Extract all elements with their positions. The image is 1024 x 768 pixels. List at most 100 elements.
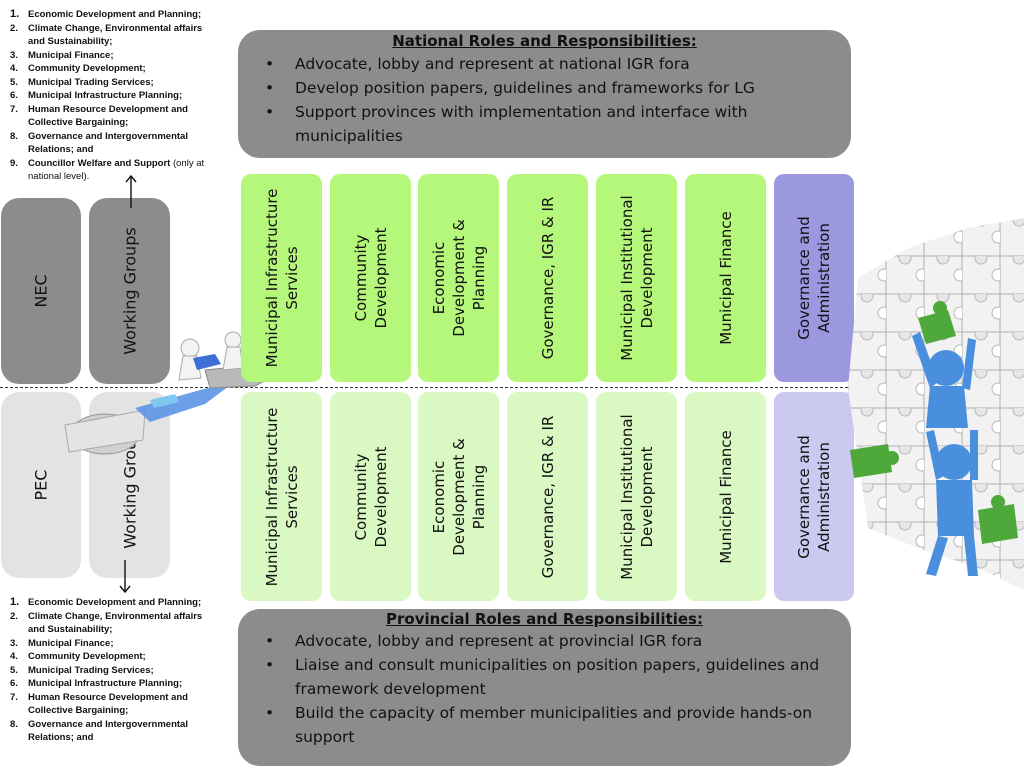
national-wg-item-number: 6.: [10, 90, 18, 101]
provincial-col-community-development: Community Development: [330, 392, 411, 601]
national-wg-item-text: Human Resource Development and Collectiv…: [28, 103, 188, 129]
national-role-item: Advocate, lobby and represent at nationa…: [238, 52, 851, 76]
national-col-label: Municipal Infrastructure Services: [262, 188, 301, 368]
national-roles-box: National Roles and Responsibilities: Adv…: [238, 30, 851, 158]
provincial-col-label: Municipal Institutional Development: [617, 413, 656, 580]
national-roles-title: National Roles and Responsibilities:: [392, 32, 697, 50]
national-working-groups-list: 1. Economic Development and Planning; 2. Cl…: [10, 8, 220, 184]
national-col-community-development: Community Development: [330, 174, 411, 382]
national-col-municipal-finance: Municipal Finance: [685, 174, 766, 382]
provincial-col-label: Governance and Administration: [795, 434, 833, 559]
provincial-wg-item-text: Community Development;: [28, 651, 146, 662]
provincial-wg-item: 6. Municipal Infrastructure Planning;: [10, 677, 220, 691]
national-wg-item-text: Governance and Intergovernmental Relatio…: [28, 130, 188, 156]
provincial-wg-item-number: 8.: [10, 718, 18, 730]
provincial-wg-item-text: Municipal Trading Services;: [28, 664, 154, 676]
national-wg-item: 6. Municipal Infrastructure Planning;: [10, 89, 220, 103]
national-wg-item-text: Economic Development and Planning;: [28, 9, 202, 20]
national-col-municipal-infrastructure: Municipal Infrastructure Services: [241, 174, 322, 382]
provincial-wg-item-number: 4.: [10, 651, 18, 662]
national-wg-item-text: Climate Change, Environmental affairs an…: [28, 22, 203, 48]
national-wg-item-text: Municipal Trading Services;: [28, 76, 154, 88]
national-wg-item: 2. Climate Change, Environmental affairs …: [10, 22, 220, 49]
provincial-wg-item: 8. Governance and Intergovernmental Relat…: [10, 718, 220, 745]
national-col-label: Municipal Finance: [716, 211, 735, 345]
provincial-col-municipal-infrastructure: Municipal Infrastructure Services: [241, 392, 322, 601]
national-wg-item-number: 3.: [10, 49, 18, 61]
national-col-label: Governance, IGR & IR: [538, 196, 557, 360]
national-wg-item-text: Municipal Infrastructure Planning;: [28, 90, 183, 101]
national-col-label: Economic Development & Planning: [429, 219, 488, 337]
provincial-wg-item-number: 1.: [10, 596, 20, 608]
national-wg-item-text: Community Development;: [28, 63, 146, 74]
provincial-wg-item-number: 3.: [10, 637, 18, 649]
provincial-role-item: Liaise and consult municipalities on pos…: [238, 653, 851, 701]
provincial-col-municipal-institutional: Municipal Institutional Development: [596, 392, 677, 601]
national-wg-item: 7. Human Resource Development and Collect…: [10, 103, 220, 130]
national-wg-item: 5. Municipal Trading Services;: [10, 76, 220, 90]
provincial-col-label: Governance, IGR & IR: [538, 415, 557, 578]
national-wg-item-number: 4.: [10, 63, 18, 74]
provincial-wg-item-text: Governance and Intergovernmental Relatio…: [28, 718, 188, 744]
provincial-wg-item-number: 5.: [10, 664, 18, 676]
national-col-governance-administration: Governance and Administration: [774, 174, 854, 382]
provincial-roles-box: Provincial Roles and Responsibilities: A…: [238, 609, 851, 766]
national-wg-item-number: 7.: [10, 103, 18, 115]
national-col-municipal-institutional: Municipal Institutional Development: [596, 174, 677, 382]
national-wg-item-text: Councillor Welfare and Support: [28, 157, 171, 169]
national-wg-item-number: 2.: [10, 22, 18, 34]
provincial-col-label: Economic Development & Planning: [429, 437, 488, 556]
provincial-wg-item-text: Municipal Finance;: [28, 637, 114, 649]
nec-label: NEC: [31, 274, 51, 308]
provincial-wg-item: 3. Municipal Finance;: [10, 637, 220, 651]
provincial-wg-item-text: Human Resource Development and Collectiv…: [28, 691, 188, 717]
provincial-col-label: Municipal Infrastructure Services: [262, 407, 301, 586]
working-groups-top-box: Working Groups: [89, 198, 170, 384]
provincial-wg-item: 7. Human Resource Development and Collect…: [10, 691, 220, 718]
provincial-wg-item-number: 2.: [10, 610, 18, 622]
national-wg-item-number: 9.: [10, 157, 18, 169]
provincial-wg-item-text: Climate Change, Environmental affairs an…: [28, 610, 203, 636]
pec-box: PEC: [1, 392, 81, 578]
provincial-role-item: Advocate, lobby and represent at provinc…: [238, 629, 851, 653]
national-wg-item: 1. Economic Development and Planning;: [10, 8, 220, 22]
provincial-wg-item-number: 7.: [10, 691, 18, 703]
provincial-col-label: Community Development: [351, 446, 390, 547]
provincial-roles-title: Provincial Roles and Responsibilities:: [386, 610, 703, 628]
national-col-label: Governance and Administration: [795, 216, 833, 340]
provincial-wg-item: 2. Climate Change, Environmental affairs …: [10, 610, 220, 637]
nec-box: NEC: [1, 198, 81, 384]
provincial-wg-item-number: 6.: [10, 678, 18, 689]
national-provincial-divider: [0, 387, 868, 388]
pec-label: PEC: [31, 469, 51, 501]
national-wg-item-number: 1.: [10, 8, 20, 20]
up-arrow-icon: [125, 174, 137, 208]
provincial-wg-item: 5. Municipal Trading Services;: [10, 664, 220, 678]
provincial-role-item: Build the capacity of member municipalit…: [238, 701, 851, 749]
national-wg-item: 3. Municipal Finance;: [10, 49, 220, 63]
national-wg-item-number: 5.: [10, 76, 18, 88]
provincial-col-governance-administration: Governance and Administration: [774, 392, 854, 601]
national-wg-item: 4. Community Development;: [10, 62, 220, 76]
provincial-wg-item: 1. Economic Development and Planning;: [10, 596, 220, 610]
provincial-col-economic-development: Economic Development & Planning: [418, 392, 499, 601]
national-wg-item: 8. Governance and Intergovernmental Relat…: [10, 130, 220, 157]
national-wg-item-number: 8.: [10, 130, 18, 142]
national-wg-item: 9. Councillor Welfare and Support (only a…: [10, 157, 220, 184]
national-wg-item-text: Municipal Finance;: [28, 49, 114, 61]
provincial-wg-item-text: Economic Development and Planning;: [28, 597, 202, 608]
national-col-label: Municipal Institutional Development: [617, 195, 656, 361]
provincial-col-governance-igr: Governance, IGR & IR: [507, 392, 588, 601]
provincial-wg-item: 4. Community Development;: [10, 650, 220, 664]
national-col-governance-igr: Governance, IGR & IR: [507, 174, 588, 382]
provincial-wg-item-text: Municipal Infrastructure Planning;: [28, 678, 183, 689]
puzzle-climbers-illustration-icon: [848, 218, 1024, 590]
national-col-label: Community Development: [351, 227, 390, 329]
down-arrow-icon: [119, 560, 131, 594]
national-role-item: Develop position papers, guidelines and …: [238, 76, 851, 100]
provincial-col-municipal-finance: Municipal Finance: [685, 392, 766, 601]
national-wg-item-note: (only at national level).: [28, 157, 205, 183]
national-col-economic-development: Economic Development & Planning: [418, 174, 499, 382]
provincial-col-label: Municipal Finance: [716, 429, 735, 564]
provincial-working-groups-list: 1. Economic Development and Planning; 2. Cl…: [10, 596, 220, 745]
